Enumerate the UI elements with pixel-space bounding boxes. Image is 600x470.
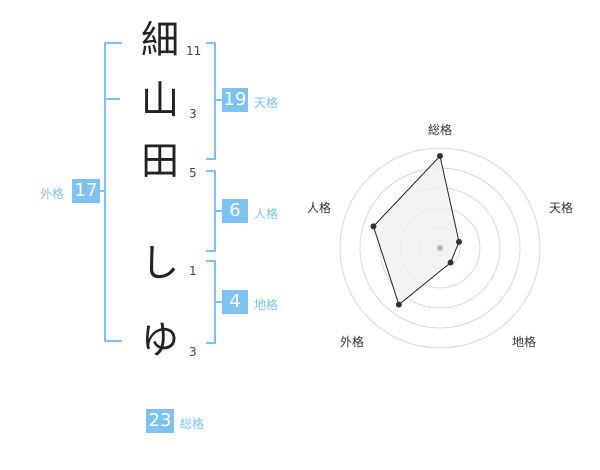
soukaku-label: 総格 xyxy=(180,417,205,431)
tenkaku-label: 天格 xyxy=(254,96,279,110)
radar-point xyxy=(456,238,463,245)
jinkaku-connector xyxy=(214,210,222,212)
jinkaku-label: 人格 xyxy=(254,207,279,221)
radar-points xyxy=(370,153,463,308)
radar-axis-label-jinkaku: 人格 xyxy=(307,200,331,215)
stroke-count-5: 3 xyxy=(189,345,197,359)
radar-axis-label-chikaku: 地格 xyxy=(512,334,536,349)
radar-ring xyxy=(339,147,541,349)
chikaku-label: 地格 xyxy=(254,298,279,312)
name-char-2: 山 xyxy=(140,78,179,122)
soukaku-badge: 23 xyxy=(146,409,174,433)
tenkaku-bracket xyxy=(206,42,216,160)
stroke-count-3: 5 xyxy=(189,166,197,180)
radar-point xyxy=(437,153,443,159)
chikaku-connector xyxy=(214,301,222,303)
chikaku-badge: 4 xyxy=(222,290,248,314)
name-char-4: し xyxy=(140,241,179,285)
gaikaku-inner-tick xyxy=(106,98,120,100)
gaikaku-badge: 17 xyxy=(72,179,100,203)
radar-chart: 総格 天格 地格 外格 人格 xyxy=(307,122,573,349)
radar-point xyxy=(447,259,454,266)
gaikaku-connector xyxy=(98,190,104,192)
name-char-1: 細 xyxy=(140,18,179,62)
radar-axis-label-soukaku: 総格 xyxy=(428,122,452,137)
tenkaku-badge: 19 xyxy=(222,88,248,112)
radar-point xyxy=(395,301,402,308)
tenkaku-connector xyxy=(214,99,222,101)
name-char-3: 田 xyxy=(140,139,179,183)
jinkaku-badge: 6 xyxy=(222,199,248,223)
radar-center-dot xyxy=(437,245,443,251)
radar-axis-label-tenkaku: 天格 xyxy=(549,200,573,215)
gaikaku-label: 外格 xyxy=(40,187,65,201)
name-char-5: ゆ xyxy=(140,318,179,362)
stroke-count-4: 1 xyxy=(189,264,197,278)
radar-point xyxy=(370,223,377,230)
stroke-count-1: 11 xyxy=(186,44,202,58)
stroke-count-2: 3 xyxy=(189,107,197,121)
radar-shape xyxy=(372,154,460,306)
gaikaku-bracket xyxy=(104,42,122,342)
radar-axis-label-gaikaku: 外格 xyxy=(340,334,364,349)
